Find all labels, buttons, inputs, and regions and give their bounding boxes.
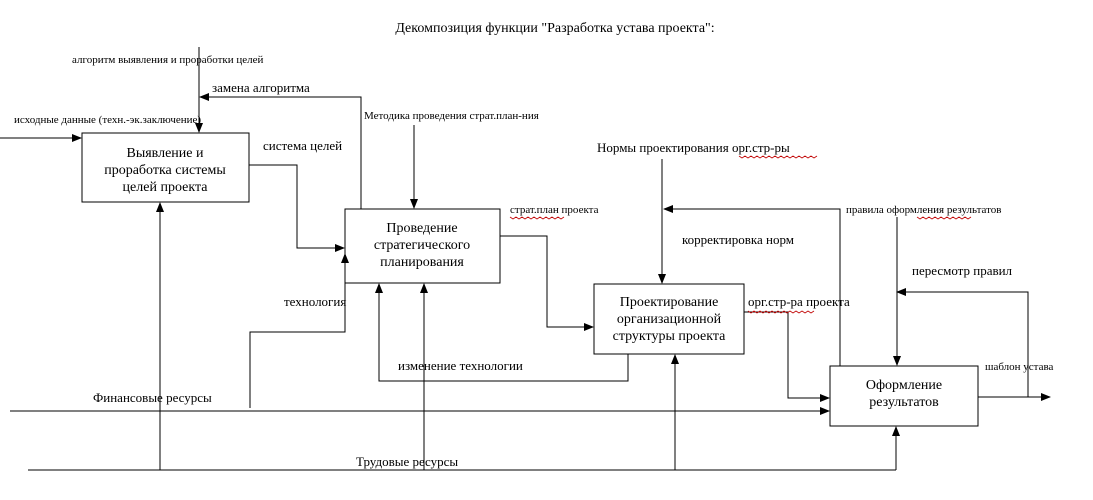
box-goals-line-1: Выявление и bbox=[127, 146, 205, 161]
label-rules-review: пересмотр правил bbox=[912, 263, 1013, 278]
arrow-algorithm-change bbox=[199, 93, 362, 209]
box-planning-line-2: стратегического bbox=[374, 238, 470, 253]
box-org-line-1: Проектирование bbox=[620, 295, 719, 310]
box-planning-line-3: планирования bbox=[380, 255, 464, 270]
label-norms: Нормы проектирования орг.стр-ры bbox=[597, 140, 790, 155]
label-norm-correction: корректировка норм bbox=[682, 232, 794, 247]
label-charter-template: шаблон устава bbox=[985, 361, 1054, 373]
connectors bbox=[0, 47, 1051, 471]
label-goal-system: система целей bbox=[263, 138, 342, 153]
arrow-tech-change bbox=[375, 283, 629, 382]
box-results-line-1: Оформление bbox=[866, 378, 942, 393]
label-strat-plan: страт.план проекта bbox=[510, 204, 599, 216]
arrow-norm-correction bbox=[663, 205, 841, 366]
diagram-title: Декомпозиция функции "Разработка устава … bbox=[395, 21, 714, 36]
box-org-line-2: организационной bbox=[617, 312, 722, 327]
label-input-data: исходные данные (техн.-эк.заключение) bbox=[14, 114, 201, 126]
arrow-strat-plan bbox=[500, 235, 594, 331]
spellcheck-marks bbox=[509, 155, 972, 314]
box-goals-line-3: целей проекта bbox=[123, 180, 209, 195]
box-goals-line-2: проработка системы bbox=[104, 163, 226, 178]
box-goals: Выявление и проработка системы целей про… bbox=[81, 132, 250, 203]
box-planning-line-1: Проведение bbox=[386, 221, 457, 236]
label-financial: Финансовые ресурсы bbox=[93, 390, 212, 405]
box-org: Проектирование организационной структуры… bbox=[593, 283, 745, 355]
label-technology: технология bbox=[284, 294, 346, 309]
label-org-structure: орг.стр-ра проекта bbox=[748, 294, 850, 309]
label-rules: правила оформления результатов bbox=[846, 204, 1001, 216]
label-method: Методика проведения страт.план-ния bbox=[364, 110, 539, 122]
label-algorithm: алгоритм выявления и проработки целей bbox=[72, 54, 264, 66]
label-algorithm-change: замена алгоритма bbox=[212, 80, 310, 95]
box-results: Оформление результатов bbox=[829, 365, 979, 427]
box-planning: Проведение стратегического планирования bbox=[344, 208, 501, 284]
label-labor: Трудовые ресурсы bbox=[356, 454, 458, 469]
arrow-technology bbox=[249, 253, 349, 408]
label-tech-change: изменение технологии bbox=[398, 358, 523, 373]
arrow-org-structure bbox=[744, 311, 830, 402]
arrow-goal-system bbox=[249, 164, 345, 252]
box-org-line-3: структуры проекта bbox=[613, 329, 727, 344]
box-results-line-2: результатов bbox=[869, 395, 939, 410]
